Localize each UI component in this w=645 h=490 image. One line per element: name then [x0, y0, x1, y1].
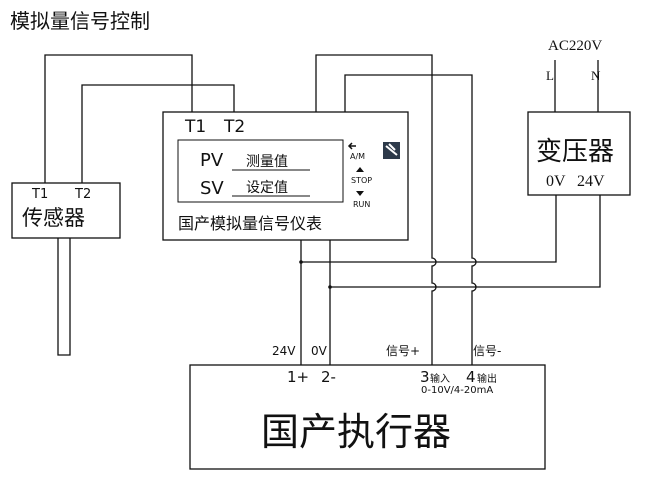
n-terminal-label: N [591, 68, 601, 83]
meter-t1-label: T1 [184, 117, 206, 137]
actuator-signal-plus-label: 信号+ [386, 344, 420, 358]
actuator-signal-minus-label: 信号- [473, 344, 501, 358]
transformer-block: AC220V L N 变压器 0V 24V [527, 38, 631, 196]
up-arrow-icon [356, 167, 364, 172]
signal-range-label: 0-10V/4-20mA [421, 385, 493, 396]
diagram-title: 模拟量信号控制 [10, 9, 150, 33]
terminal-2-label: 2- [321, 368, 336, 386]
sensor-name: 传感器 [22, 206, 85, 230]
transformer-name: 变压器 [536, 137, 614, 166]
wires [44, 54, 601, 368]
stop-button[interactable]: STOP [351, 167, 372, 185]
actuator-block: 24V 0V 信号+ 信号- 1+ 2- 3 输入 4 输出 0-10V/4-2… [189, 344, 546, 470]
meter-t2-label: T2 [223, 117, 245, 137]
am-button-label: A/M [350, 152, 365, 161]
sensor-t2-label: T2 [74, 187, 91, 202]
wire-24v [329, 195, 601, 368]
left-arrow-icon [347, 142, 356, 150]
run-button[interactable]: RUN [353, 191, 370, 209]
sv-value: 设定值 [246, 180, 288, 196]
meter-block: T1 T2 PV 测量值 SV 设定值 A/M STOP RUN 国产模拟量信号… [162, 111, 409, 241]
terminal-4-number: 4 [466, 368, 476, 386]
down-arrow-icon [356, 191, 364, 196]
wire-signal-minus [344, 74, 477, 368]
out-24v-label: 24V [577, 173, 605, 190]
brand-logo-icon [383, 142, 400, 159]
l-terminal-label: L [546, 68, 554, 83]
am-button[interactable]: A/M [347, 142, 365, 161]
ac-supply-label: AC220V [548, 38, 602, 54]
stop-button-label: STOP [351, 176, 372, 185]
terminal-4-text: 输出 [477, 372, 497, 385]
wire-signal-plus [315, 54, 437, 368]
pv-value: 测量值 [246, 154, 288, 170]
sensor-t1-label: T1 [31, 187, 48, 202]
sensor-block: T1 T2 传感器 [11, 182, 121, 239]
terminal-1-label: 1+ [287, 368, 309, 386]
sv-label: SV [200, 178, 224, 199]
wire-0v [300, 195, 557, 368]
meter-name: 国产模拟量信号仪表 [178, 214, 322, 233]
terminal-3-text: 输入 [430, 372, 450, 385]
pv-label: PV [200, 150, 224, 171]
out-0v-label: 0V [546, 173, 566, 190]
wire-sensor-t1 [44, 54, 193, 183]
actuator-name: 国产执行器 [261, 410, 451, 454]
junction-dots [299, 260, 332, 289]
run-button-label: RUN [353, 200, 370, 209]
actuator-24v-label: 24V [272, 344, 296, 358]
sensor-probe [57, 238, 71, 356]
terminal-3-number: 3 [420, 368, 430, 386]
wire-sensor-t2 [81, 84, 235, 183]
actuator-0v-label: 0V [311, 344, 328, 358]
